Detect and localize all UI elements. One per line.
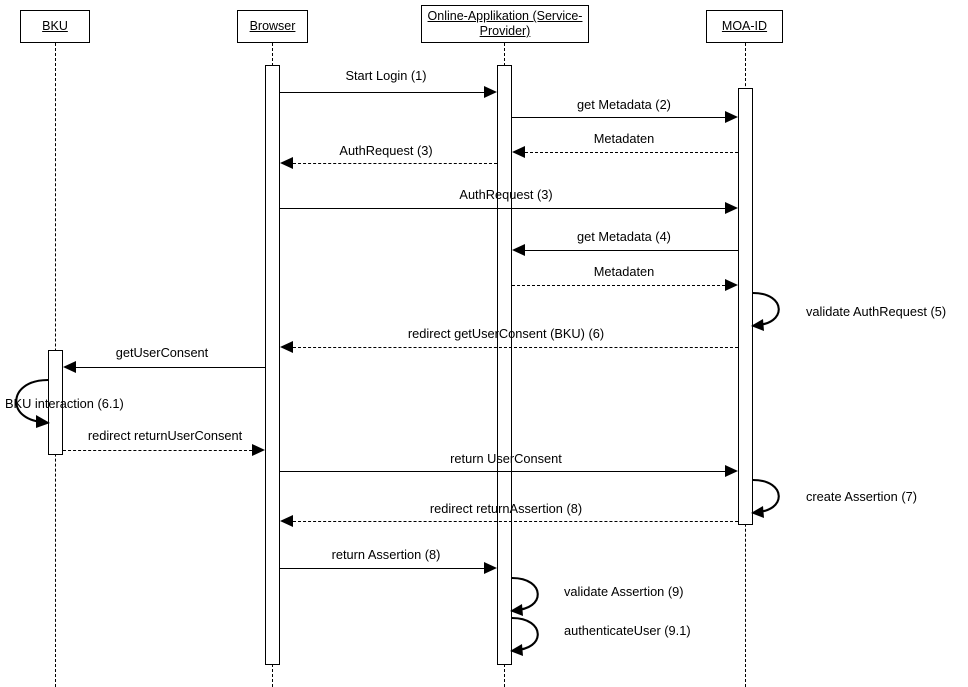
message-label-return-assertion: return Assertion (8) bbox=[331, 547, 441, 562]
message-line-redirect-getuserconsent bbox=[293, 347, 738, 348]
message-line-redirect-returnuserconsent bbox=[63, 450, 252, 451]
self-message-loop-bku-interaction bbox=[0, 378, 52, 428]
message-arrow-authrequest-3a bbox=[280, 157, 293, 169]
message-arrow-redirect-returnuserconsent bbox=[252, 444, 265, 456]
lifeline-header-oa[interactable]: Online-Applikation (Service- Provider) bbox=[421, 5, 589, 43]
message-arrow-start-login bbox=[484, 86, 497, 98]
activation-bar-bku bbox=[48, 350, 63, 455]
message-line-getuserconsent bbox=[76, 367, 265, 368]
message-arrow-authrequest-3b bbox=[725, 202, 738, 214]
message-line-metadaten-1 bbox=[525, 152, 738, 153]
message-line-authrequest-3b bbox=[280, 208, 725, 209]
message-line-metadaten-2 bbox=[512, 285, 725, 286]
message-arrow-get-metadata-4 bbox=[512, 244, 525, 256]
message-label-get-metadata-4: get Metadata (4) bbox=[577, 229, 671, 244]
lifeline-label-moaid: MOA-ID bbox=[721, 19, 768, 34]
lifeline-label-oa-line1: Online-Applikation (Service- bbox=[427, 9, 583, 24]
message-line-get-metadata-2 bbox=[512, 117, 725, 118]
message-label-authenticate-user: authenticateUser (9.1) bbox=[564, 623, 691, 638]
message-arrow-get-metadata-2 bbox=[725, 111, 738, 123]
message-label-authrequest-3b: AuthRequest (3) bbox=[459, 187, 553, 202]
self-message-loop-validate-authrequest bbox=[751, 290, 808, 331]
message-line-get-metadata-4 bbox=[525, 250, 738, 251]
activation-bar-oa-upper bbox=[497, 65, 512, 665]
message-arrow-redirect-getuserconsent bbox=[280, 341, 293, 353]
message-label-create-assertion: create Assertion (7) bbox=[806, 489, 917, 504]
message-arrow-metadaten-1 bbox=[512, 146, 525, 158]
lifeline-header-bku[interactable]: BKU bbox=[20, 10, 90, 43]
message-label-bku-interaction: BKU interaction (6.1) bbox=[5, 396, 124, 411]
message-label-metadaten-1: Metadaten bbox=[593, 131, 655, 146]
message-label-start-login: Start Login (1) bbox=[345, 68, 427, 83]
lifeline-label-oa-line2: Provider) bbox=[479, 24, 531, 38]
message-arrow-metadaten-2 bbox=[725, 279, 738, 291]
lifeline-label-browser: Browser bbox=[249, 19, 296, 34]
message-label-authrequest-3a: AuthRequest (3) bbox=[339, 143, 433, 158]
message-label-metadaten-2: Metadaten bbox=[593, 264, 655, 279]
self-message-loop-authenticate-user bbox=[510, 615, 567, 656]
message-label-redirect-returnassertion: redirect returnAssertion (8) bbox=[429, 501, 583, 516]
lifeline-label-bku: BKU bbox=[42, 19, 68, 34]
lifeline-header-browser[interactable]: Browser bbox=[237, 10, 308, 43]
message-label-get-metadata-2: get Metadata (2) bbox=[577, 97, 671, 112]
lifeline-header-moaid[interactable]: MOA-ID bbox=[706, 10, 783, 43]
message-line-start-login bbox=[280, 92, 484, 93]
message-line-redirect-returnassertion bbox=[293, 521, 738, 522]
message-arrow-getuserconsent bbox=[63, 361, 76, 373]
message-label-return-userconsent: return UserConsent bbox=[450, 451, 562, 466]
message-label-validate-authrequest: validate AuthRequest (5) bbox=[806, 304, 947, 319]
activation-bar-moaid bbox=[738, 88, 753, 525]
self-message-loop-validate-assertion bbox=[510, 575, 567, 616]
message-label-validate-assertion: validate Assertion (9) bbox=[564, 584, 684, 599]
message-arrow-return-assertion bbox=[484, 562, 497, 574]
message-line-return-assertion bbox=[280, 568, 484, 569]
message-label-redirect-getuserconsent: redirect getUserConsent (BKU) (6) bbox=[407, 326, 605, 341]
message-label-redirect-returnuserconsent: redirect returnUserConsent bbox=[87, 428, 243, 443]
message-arrow-return-userconsent bbox=[725, 465, 738, 477]
message-label-getuserconsent: getUserConsent bbox=[115, 345, 209, 360]
message-line-authrequest-3a bbox=[293, 163, 497, 164]
activation-bar-browser bbox=[265, 65, 280, 665]
self-message-loop-create-assertion bbox=[751, 477, 808, 518]
message-arrow-redirect-returnassertion bbox=[280, 515, 293, 527]
message-line-return-userconsent bbox=[280, 471, 725, 472]
